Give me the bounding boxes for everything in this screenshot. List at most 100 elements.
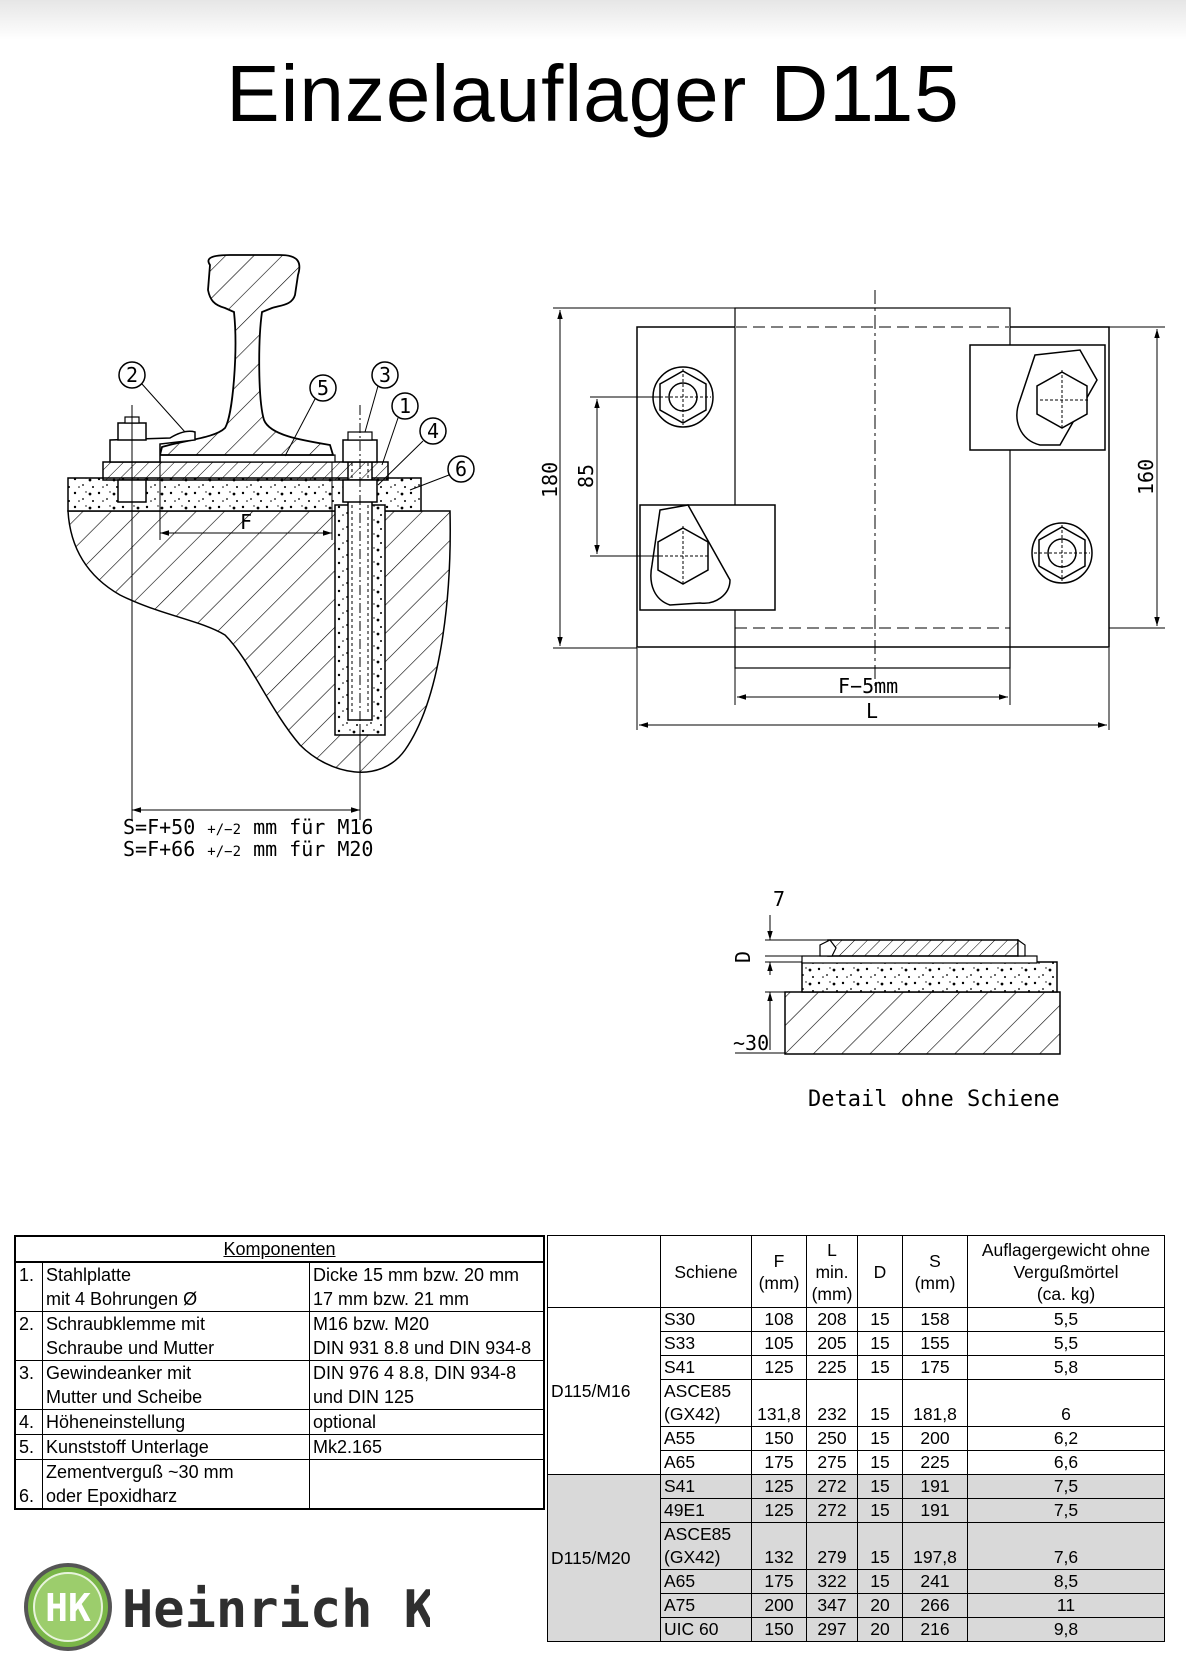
cell-f: 150 [751, 1617, 807, 1642]
cell-f: 200 [751, 1593, 807, 1618]
cell-rail: A55 [660, 1426, 752, 1451]
cell-rail: A65 [660, 1450, 752, 1475]
cell-l: 272 [806, 1474, 858, 1499]
comp-spec: optional [309, 1409, 543, 1435]
detail-caption: Detail ohne Schiene [808, 1087, 1060, 1112]
comp-spec [310, 1460, 544, 1509]
cell-weight: 7,6 [967, 1522, 1165, 1570]
cell-s: 241 [902, 1569, 968, 1594]
cell-l: 275 [806, 1450, 858, 1475]
dim-180-label: 180 [538, 462, 562, 498]
dim-85-label: 85 [574, 464, 598, 488]
cell-l: 232 [806, 1379, 858, 1427]
formula-m16: S=F+50 +/−2 mm für M16 [123, 815, 373, 839]
foundation [67, 510, 451, 773]
cell-weight: 7,5 [967, 1474, 1165, 1499]
comp-num: 2. [16, 1311, 43, 1336]
comp-desc: mit 4 Bohrungen Ø [42, 1287, 310, 1312]
section-view: F S=F+50 +/−2 mm für M16 S=F+66 +/−2 mm … [67, 254, 475, 861]
cell-l: 297 [806, 1617, 858, 1642]
dim-f5-label: F−5mm [838, 674, 898, 698]
comp-spec: DIN 931 8.8 und DIN 934-8 [309, 1336, 543, 1361]
comp-spec: und DIN 125 [309, 1385, 543, 1410]
cell-rail: A65 [660, 1569, 752, 1594]
cell-rail: UIC 60 [660, 1617, 752, 1642]
cell-f: 125 [751, 1474, 807, 1499]
cell-f: 105 [751, 1331, 807, 1356]
cell-f: 175 [751, 1450, 807, 1475]
cell-l: 279 [806, 1522, 858, 1570]
comp-num [16, 1336, 43, 1361]
group-label: D115/M20 [547, 1474, 661, 1642]
svg-text:3: 3 [379, 363, 391, 387]
svg-text:4: 4 [427, 419, 439, 443]
comp-desc: oder Epoxidharz [42, 1484, 310, 1508]
dim-160-label: 160 [1134, 459, 1158, 495]
cell-d: 15 [857, 1355, 903, 1380]
cell-s: 216 [902, 1617, 968, 1642]
cell-d: 15 [857, 1569, 903, 1594]
cell-d: 15 [857, 1307, 903, 1332]
cell-f: 150 [751, 1426, 807, 1451]
comp-spec: 17 mm bzw. 21 mm [309, 1287, 543, 1312]
comp-spec: Mk2.165 [309, 1434, 543, 1460]
cell-f: 125 [751, 1498, 807, 1523]
comp-desc: Kunststoff Unterlage [42, 1434, 310, 1460]
bolt-top-right [1016, 349, 1098, 446]
comp-desc: Schraube und Mutter [42, 1336, 310, 1361]
cell-rail: ASCE85 [660, 1379, 752, 1403]
detail-7-label: 7 [773, 887, 785, 911]
cell-d: 15 [857, 1379, 903, 1427]
dim-f-label: F [240, 510, 252, 534]
detail-d-label: D [731, 951, 755, 963]
cell-f: 125 [751, 1355, 807, 1380]
cell-l: 225 [806, 1355, 858, 1380]
balloon-5: 5 [284, 374, 337, 457]
cell-d: 15 [857, 1498, 903, 1523]
comp-num [16, 1385, 43, 1410]
cell-s: 155 [902, 1331, 968, 1356]
comp-desc: Schraubklemme mit [42, 1311, 310, 1336]
cell-l: 322 [806, 1569, 858, 1594]
cell-d: 15 [857, 1450, 903, 1475]
cell-rail-2: (GX42) [660, 1546, 752, 1570]
cell-f: 175 [751, 1569, 807, 1594]
comp-num [16, 1287, 43, 1312]
heinrich-krug-logo: HK Heinrich Krug [24, 1563, 430, 1651]
comp-num: 4. [16, 1409, 43, 1435]
detail-30-label: ~30 [733, 1031, 769, 1055]
balloon-3: 3 [364, 361, 399, 433]
svg-text:2: 2 [126, 363, 138, 387]
balloon-1: 1 [381, 392, 419, 466]
cell-rail: S30 [660, 1307, 752, 1332]
col-schiene: Schiene [660, 1235, 752, 1308]
svg-text:1: 1 [399, 394, 411, 418]
page-title: Einzelauflager D115 [226, 49, 960, 138]
cell-weight: 6,2 [967, 1426, 1165, 1451]
balloon-6: 6 [409, 455, 475, 491]
cell-rail: A75 [660, 1593, 752, 1618]
balloon-2: 2 [118, 361, 186, 433]
cell-s: 175 [902, 1355, 968, 1380]
col-f: F(mm) [751, 1235, 807, 1308]
cell-rail: S33 [660, 1331, 752, 1356]
cell-weight: 6,6 [967, 1450, 1165, 1475]
col-s: S(mm) [902, 1235, 968, 1308]
detail-view: 7 D ~30 Detail ohne Schiene [731, 887, 1061, 1112]
cell-s: 191 [902, 1498, 968, 1523]
comp-desc: Höheneinstellung [42, 1409, 310, 1435]
cell-s: 181,8 [902, 1379, 968, 1427]
cell-s: 158 [902, 1307, 968, 1332]
comp-num: 6. [16, 1459, 43, 1508]
cell-weight: 5,5 [967, 1307, 1165, 1332]
cell-d: 15 [857, 1474, 903, 1499]
bolt-top-left [652, 366, 714, 428]
logo-name: Heinrich Krug [122, 1580, 430, 1640]
cell-weight: 6 [967, 1379, 1165, 1427]
cell-f: 131,8 [751, 1379, 807, 1427]
cell-s: 225 [902, 1450, 968, 1475]
cell-rail: S41 [660, 1474, 752, 1499]
col-d: D [857, 1235, 903, 1308]
